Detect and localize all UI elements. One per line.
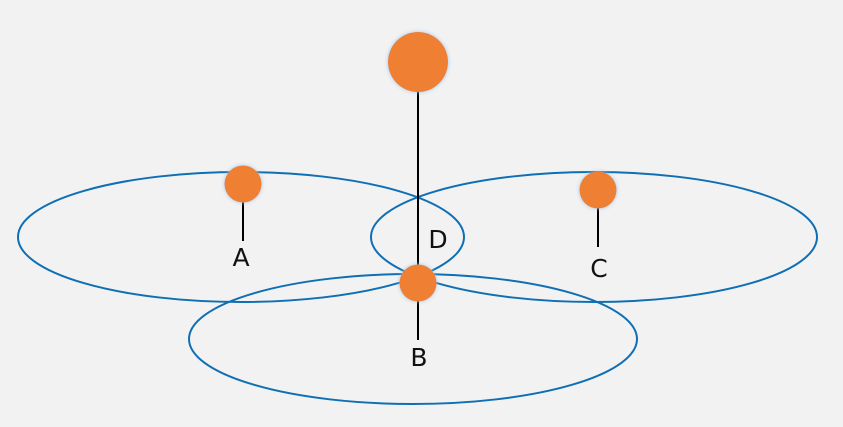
label-d: D	[428, 225, 447, 254]
label-c: C	[590, 254, 607, 283]
node-a	[224, 165, 262, 203]
node-c	[579, 171, 617, 209]
label-b: B	[410, 343, 427, 372]
node-b	[399, 264, 437, 302]
label-a: A	[232, 243, 249, 272]
node-d	[388, 32, 448, 92]
